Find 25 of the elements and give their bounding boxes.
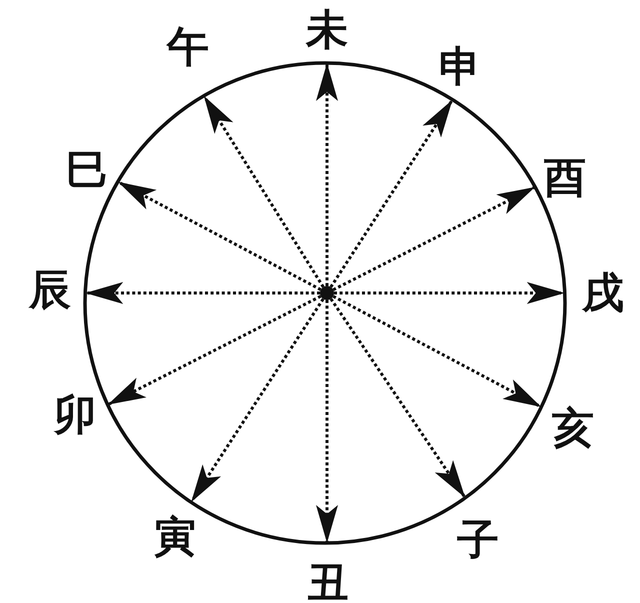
character-label: 辰 — [26, 266, 74, 314]
character-label: 酉 — [541, 154, 589, 202]
character-label: 未 — [303, 6, 351, 54]
character-label: 卯 — [51, 391, 99, 439]
character-label: 丑 — [304, 559, 352, 603]
arrow — [330, 298, 466, 499]
character-label: 戌 — [579, 269, 627, 317]
arrow — [316, 63, 338, 286]
arrow — [202, 95, 325, 288]
center-dot — [320, 286, 334, 300]
arrow — [117, 180, 322, 292]
arrow — [190, 298, 324, 504]
character-label: 巳 — [63, 146, 111, 194]
character-label: 子 — [454, 516, 502, 564]
arrow — [85, 282, 320, 304]
arrow — [106, 294, 322, 406]
character-label: 午 — [164, 23, 212, 71]
arrow — [332, 186, 536, 292]
arrow — [332, 294, 542, 408]
arrow — [330, 98, 454, 288]
arrow — [316, 300, 338, 543]
character-label: 寅 — [151, 513, 199, 561]
arrow — [334, 282, 565, 304]
character-label: 申 — [436, 43, 484, 91]
character-label: 亥 — [549, 404, 597, 452]
